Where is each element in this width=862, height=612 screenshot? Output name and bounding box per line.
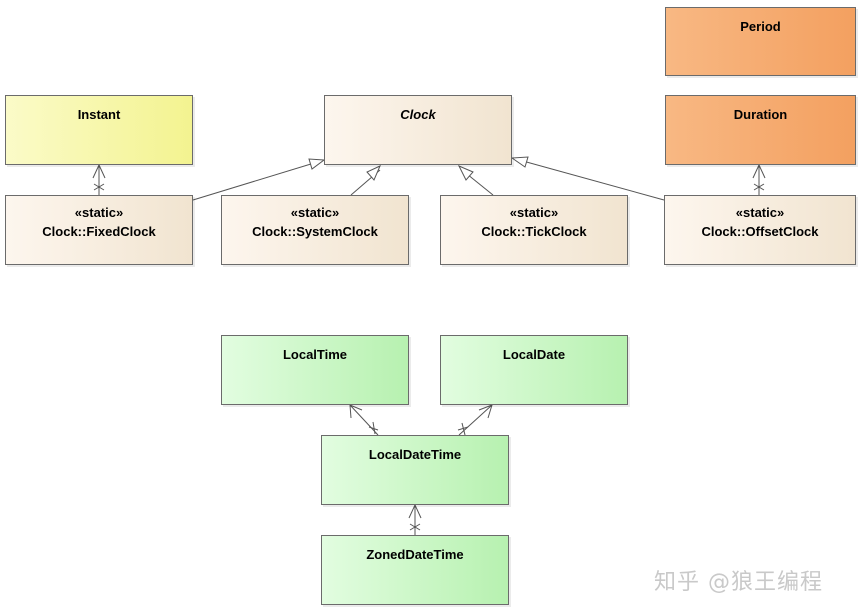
association-arrowhead: [349, 404, 363, 419]
association-cross: [368, 426, 379, 431]
generalization-offsetclock-clock: [511, 157, 665, 201]
association-cross: [93, 183, 105, 191]
generalization-fixedclock-clock: [192, 159, 325, 201]
association-cross: [409, 523, 421, 531]
association-localdatetime-localtime: [349, 404, 379, 436]
class-offset-clock-label: Clock::OffsetClock: [701, 224, 819, 239]
class-offset-clock[interactable]: «static» Clock::OffsetClock: [664, 195, 856, 265]
class-fixed-clock-label: Clock::FixedClock: [42, 224, 156, 239]
class-clock-label: Clock: [400, 107, 436, 122]
class-zoned-date-time-label: ZonedDateTime: [366, 547, 464, 562]
class-duration-label: Duration: [733, 107, 788, 122]
generalization-arrowhead: [510, 156, 529, 168]
class-local-date-label: LocalDate: [502, 347, 566, 362]
class-local-time[interactable]: LocalTime: [221, 335, 409, 405]
class-system-clock-label: Clock::SystemClock: [252, 224, 378, 239]
class-tick-clock-label: Clock::TickClock: [481, 224, 587, 239]
class-tick-clock[interactable]: «static» Clock::TickClock: [440, 195, 628, 265]
class-clock[interactable]: Clock: [324, 95, 512, 165]
class-local-date-time-label: LocalDateTime: [368, 447, 462, 462]
class-fixed-clock-stereotype: «static»: [74, 205, 124, 220]
watermark: 知乎 @狼王编程: [654, 570, 823, 595]
association-cross: [461, 422, 466, 436]
class-tick-clock-stereotype: «static»: [509, 205, 559, 220]
class-instant[interactable]: Instant: [5, 95, 193, 165]
class-system-clock[interactable]: «static» Clock::SystemClock: [221, 195, 409, 265]
class-instant-label: Instant: [77, 107, 121, 122]
association-localdatetime-localdate: [458, 404, 493, 436]
class-zoned-date-time[interactable]: ZonedDateTime: [321, 535, 509, 605]
association-arrowhead: [752, 163, 766, 179]
class-period-label: Period: [740, 19, 781, 34]
class-fixed-clock[interactable]: «static» Clock::FixedClock: [5, 195, 193, 265]
association-cross: [753, 183, 765, 191]
class-local-date[interactable]: LocalDate: [440, 335, 628, 405]
class-period[interactable]: Period: [665, 7, 856, 76]
association-cross: [372, 421, 376, 435]
class-system-clock-stereotype: «static»: [290, 205, 340, 220]
class-duration[interactable]: Duration: [665, 95, 856, 165]
class-local-time-label: LocalTime: [282, 347, 348, 362]
class-offset-clock-stereotype: «static»: [735, 205, 785, 220]
class-local-date-time[interactable]: LocalDateTime: [321, 435, 509, 505]
association-arrowhead: [408, 503, 422, 519]
association-arrowhead: [478, 404, 493, 419]
generalization-arrowhead: [457, 165, 474, 181]
generalization-arrowhead: [308, 158, 326, 170]
association-arrowhead: [92, 163, 106, 179]
generalization-arrowhead: [366, 165, 381, 181]
